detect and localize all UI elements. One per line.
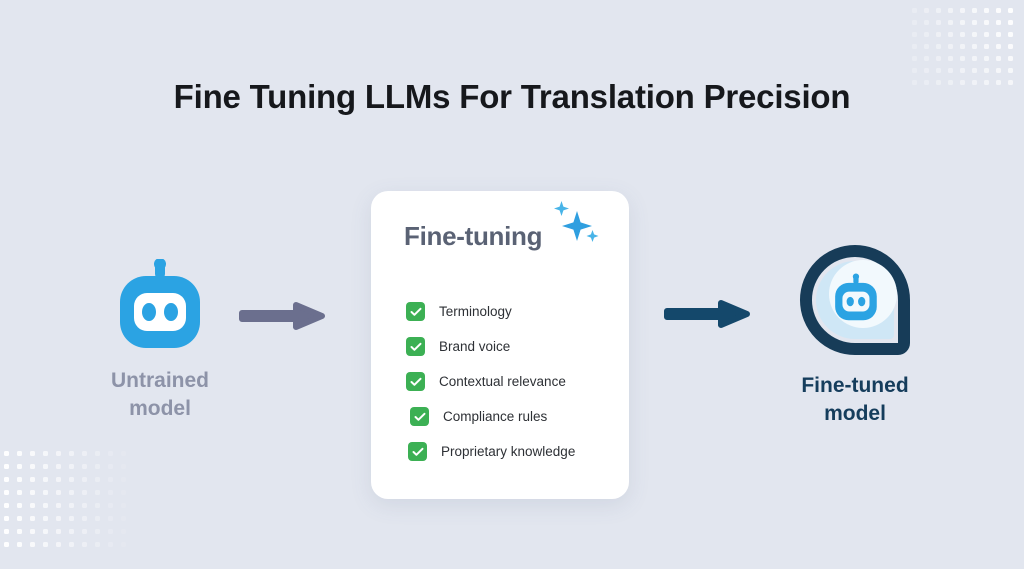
stage-untrained-label-line2: model xyxy=(129,397,191,421)
arrow-right-icon-right xyxy=(663,294,751,339)
check-icon xyxy=(406,372,425,391)
fine-tuning-card: Fine-tuning Terminology xyxy=(371,191,629,499)
stage-untrained-label-line1: Untrained xyxy=(110,369,209,392)
stage-finetuned-label-line1: Fine-tuned xyxy=(801,374,909,397)
list-item[interactable]: Proprietary knowledge xyxy=(406,434,606,469)
card-heading: Fine-tuning xyxy=(404,221,543,251)
list-item-label: Terminology xyxy=(439,304,512,319)
list-item[interactable]: Terminology xyxy=(406,294,606,329)
robot-icon-wrapper xyxy=(60,255,260,355)
stage-untrained-label: Untrained model xyxy=(60,367,260,424)
chat-bubble-robot-icon-wrapper xyxy=(760,240,950,360)
check-icon xyxy=(410,407,429,426)
list-item[interactable]: Brand voice xyxy=(406,329,606,364)
card-heading-row: Fine-tuning xyxy=(404,201,602,258)
list-item-label: Contextual relevance xyxy=(439,374,566,389)
fine-tuning-checklist: Terminology Brand voice Contextual relev… xyxy=(406,294,606,469)
list-item[interactable]: Contextual relevance xyxy=(406,364,606,399)
stage-finetuned-model: Fine-tuned model xyxy=(760,240,950,429)
check-icon xyxy=(406,337,425,356)
stage-finetuned-label: Fine-tuned model xyxy=(760,372,950,429)
chat-bubble-robot-icon xyxy=(800,245,910,355)
check-icon xyxy=(406,302,425,321)
list-item[interactable]: Compliance rules xyxy=(406,399,606,434)
stage-finetuned-label-line2: model xyxy=(824,402,886,426)
stage-untrained-model: Untrained model xyxy=(60,255,260,424)
robot-icon xyxy=(120,259,200,348)
check-icon xyxy=(408,442,427,461)
list-item-label: Compliance rules xyxy=(443,409,548,424)
sparkles-icon xyxy=(546,197,602,258)
arrow-right-icon-left xyxy=(238,296,326,341)
list-item-label: Brand voice xyxy=(439,339,511,354)
page-title: Fine Tuning LLMs For Translation Precisi… xyxy=(173,78,851,115)
dot-grid-icon-bottom-left xyxy=(4,451,144,563)
list-item-label: Proprietary knowledge xyxy=(441,444,576,459)
